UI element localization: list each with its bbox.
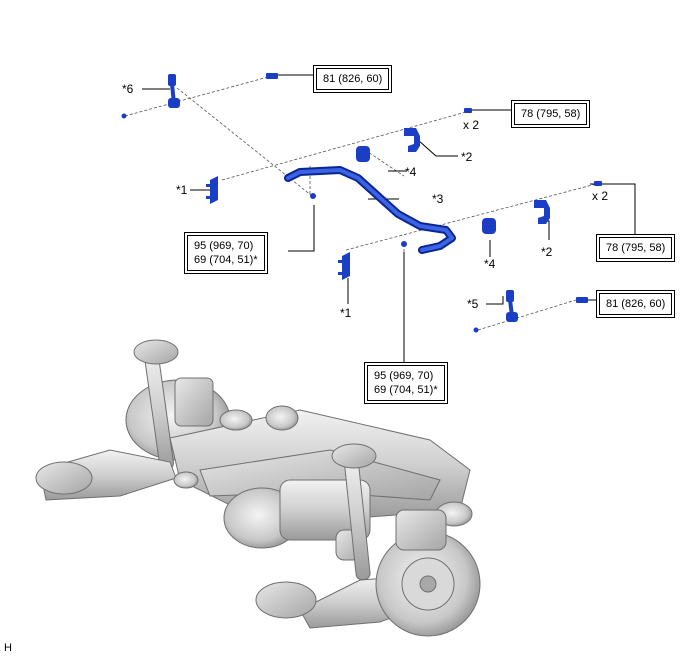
callout-2-right: *2 <box>541 245 553 259</box>
callout-2-top: *2 <box>461 150 473 164</box>
torque-spec-link-nut-right: 81 (826, 60) <box>596 290 676 318</box>
rear-suspension-assembly <box>35 339 481 637</box>
torque-value: 78 (795, 58) <box>521 108 581 120</box>
alignment-lines <box>124 76 597 331</box>
torque-value: 78 (795, 58) <box>606 242 666 254</box>
brackets <box>404 128 550 224</box>
torque-value: 81 (826, 60) <box>606 298 666 310</box>
stabilizer-link-right <box>473 290 518 333</box>
torque-spec-bracket-bolt-right: 78 (795, 58) <box>596 234 676 262</box>
bushings <box>356 146 496 234</box>
torque-spec-bolt-middle: 95 (969, 70) 69 (704, 51)* <box>364 362 448 404</box>
stabilizer-bar <box>284 166 456 254</box>
quantity-x2-right: x 2 <box>592 189 609 203</box>
torque-spec-bracket-bolt-top: 78 (795, 58) <box>511 100 591 128</box>
callout-5: *5 <box>467 297 479 311</box>
callout-4-right: *4 <box>484 257 496 271</box>
torque-value: 95 (969, 70) <box>374 370 434 382</box>
torque-spec-link-nut-top: 81 (826, 60) <box>313 65 393 93</box>
torque-value-reuse: 69 (704, 51)* <box>194 254 258 266</box>
torque-value-reuse: 69 (704, 51)* <box>374 384 438 396</box>
stabilizer-link-left <box>121 74 180 119</box>
torque-value: 81 (826, 60) <box>323 73 383 85</box>
nuts <box>266 73 602 303</box>
callout-6: *6 <box>122 82 134 96</box>
callout-3: *3 <box>432 192 444 206</box>
callout-1-left: *1 <box>176 183 188 197</box>
callout-1-bottom: *1 <box>340 306 352 320</box>
callout-4-top: *4 <box>405 165 417 179</box>
torque-spec-bolt-left: 95 (969, 70) 69 (704, 51)* <box>184 232 268 274</box>
retainers <box>206 176 350 280</box>
illustration-code: H <box>4 642 12 654</box>
torque-value: 95 (969, 70) <box>194 240 254 252</box>
quantity-x2-top: x 2 <box>463 118 480 132</box>
